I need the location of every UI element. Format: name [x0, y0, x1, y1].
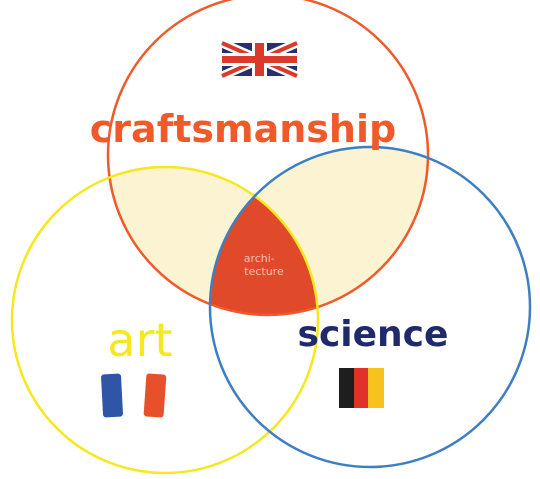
science-label: science — [298, 314, 449, 355]
architecture-label: archi- tecture — [244, 252, 284, 278]
uk-flag-icon — [220, 38, 299, 81]
art-circle — [10, 165, 320, 475]
germany-flag-icon — [339, 368, 384, 408]
art-label: art — [107, 313, 172, 367]
science-circle — [208, 145, 532, 469]
craftsmanship-label: craftsmanship — [90, 107, 396, 151]
craftsmanship-circle — [106, 0, 430, 317]
france-flag-icon — [101, 373, 167, 418]
